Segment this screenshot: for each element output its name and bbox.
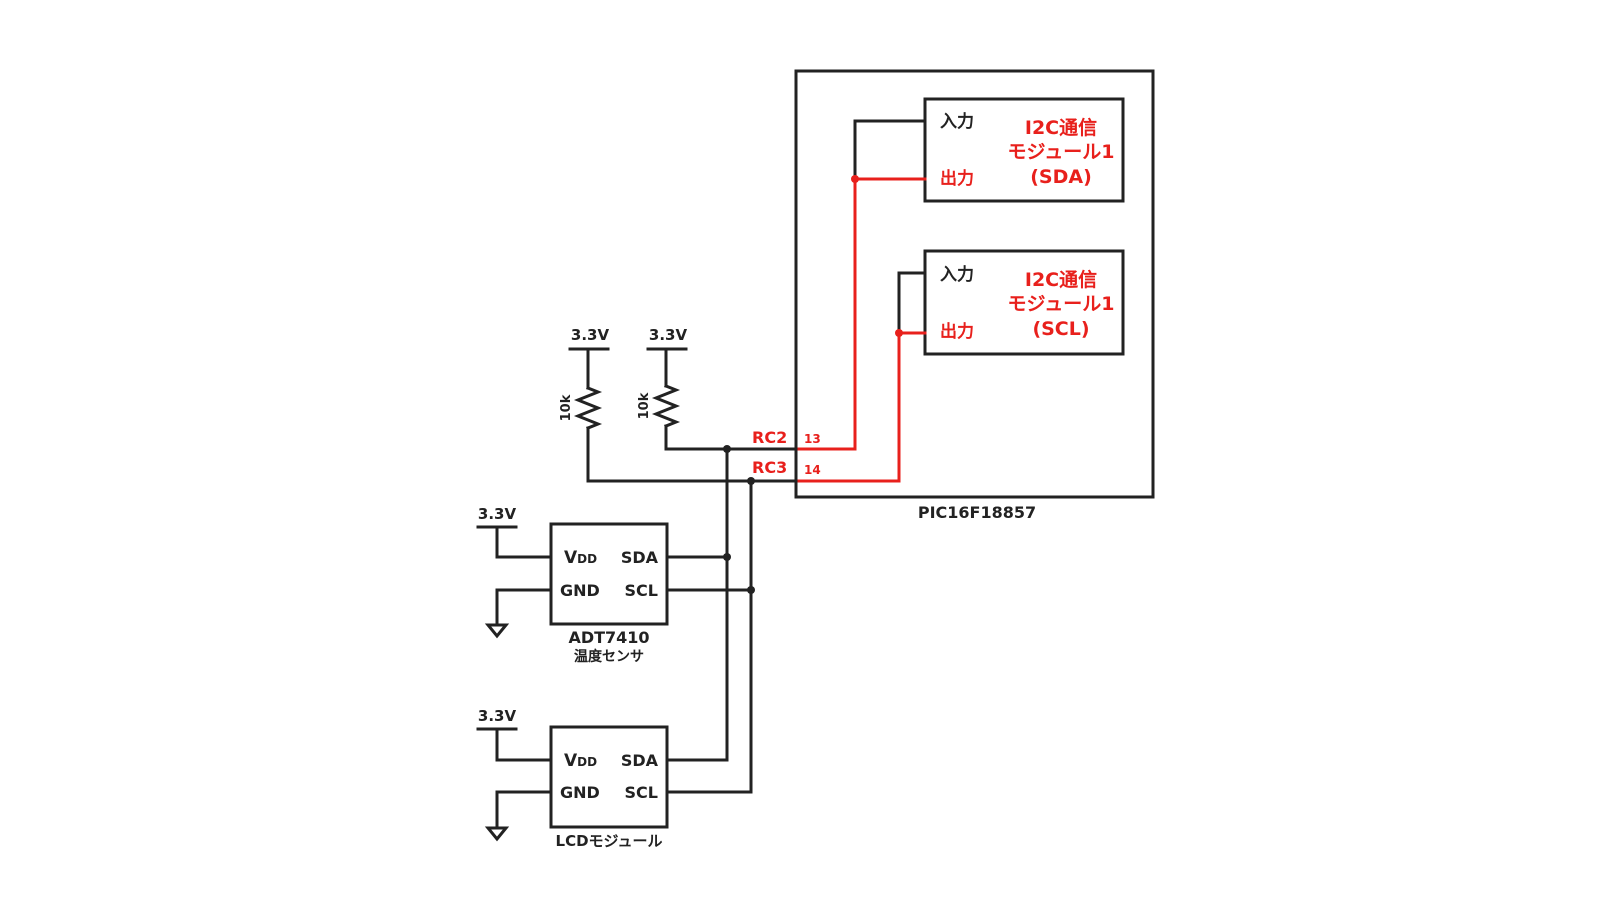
i2c-sda-input-label: 入力 (940, 111, 974, 132)
i2c-scl-title-line3: (SCL) (1032, 318, 1089, 340)
i2c-module-scl-outline (923, 249, 1125, 356)
junction-dot (747, 477, 755, 485)
mcu-block: PIC16F18857 (794, 69, 1155, 522)
i2c-sda-title-line2: モジュール1 (1008, 141, 1115, 163)
pin-rc2-label: RC2 (752, 428, 787, 447)
scl-output-wire (794, 331, 927, 483)
i2c-scl-title-line1: I2C通信 (1025, 268, 1097, 291)
sensor-vdd-label: VDD (564, 548, 597, 568)
mcu-label: PIC16F18857 (918, 503, 1036, 522)
sda-input-feedback-wire (853, 119, 927, 181)
lcd-sda-label: SDA (621, 751, 659, 770)
sensor-scl-label: SCL (625, 581, 658, 600)
resistor-icon (651, 384, 681, 428)
i2c-sda-title-line1: I2C通信 (1025, 116, 1097, 139)
scl-junction-dot (895, 329, 903, 337)
scl-input-feedback-wire (897, 271, 927, 335)
sensor-vdd-wire (495, 525, 553, 559)
sensor-supply-label: 3.3V (478, 505, 517, 523)
lcd-vdd-label: VDD (564, 751, 597, 771)
lcd-outline (549, 725, 669, 829)
pin-rc3-label: RC3 (752, 458, 787, 477)
lcd-gnd-wire (495, 790, 553, 830)
scl-bus-wire (586, 426, 798, 483)
pullup-resistor-scl: 3.3V 10k (559, 326, 610, 430)
lcd-block: 3.3V VDD GND SDA SCL LCDモジュール (476, 707, 669, 850)
sda-bus-wire (664, 424, 798, 451)
pullup-scl-supply-label: 3.3V (571, 326, 610, 344)
ground-icon (484, 623, 510, 639)
mcu-outline (794, 69, 1155, 499)
sensor-subtitle: 温度センサ (574, 648, 644, 665)
lcd-gnd-label: GND (560, 783, 600, 802)
i2c-scl-output-label: 出力 (940, 321, 974, 342)
pullup-resistor-sda: 3.3V 10k (637, 326, 688, 428)
junction-dot (723, 445, 731, 453)
ground-icon (484, 826, 510, 842)
pullup-sda-supply-label: 3.3V (649, 326, 688, 344)
sensor-gnd-wire (495, 588, 553, 627)
sensor-outline (549, 522, 669, 626)
pin-rc2-number: 13 (804, 432, 821, 446)
i2c-scl-input-label: 入力 (940, 264, 974, 285)
scl-bus-vertical (665, 479, 753, 794)
sda-output-wire (794, 177, 927, 451)
i2c-module-sda: 入力 出力 I2C通信 モジュール1 (SDA) (923, 97, 1125, 203)
sda-bus-vertical (665, 447, 729, 762)
i2c-scl-title-line2: モジュール1 (1008, 293, 1115, 315)
sensor-gnd-label: GND (560, 581, 600, 600)
lcd-vdd-wire (495, 727, 553, 762)
sensor-block: 3.3V VDD GND SDA SCL ADT7410 温度センサ (476, 505, 669, 665)
sda-junction-dot (851, 175, 859, 183)
i2c-sda-title-line3: (SDA) (1030, 166, 1092, 188)
sensor-name: ADT7410 (568, 628, 649, 647)
lcd-supply-label: 3.3V (478, 707, 517, 725)
resistor-icon (573, 386, 603, 430)
i2c-module-scl: 入力 出力 I2C通信 モジュール1 (SCL) (923, 249, 1125, 356)
junction-dot (723, 553, 731, 561)
i2c-module-sda-outline (923, 97, 1125, 203)
lcd-scl-label: SCL (625, 783, 658, 802)
pullup-sda-value: 10k (637, 392, 652, 419)
pin-rc3-number: 14 (804, 463, 821, 477)
i2c-sda-output-label: 出力 (940, 168, 974, 189)
junction-dot (747, 586, 755, 594)
sensor-sda-label: SDA (621, 548, 659, 567)
lcd-name: LCDモジュール (556, 832, 663, 850)
pullup-scl-value: 10k (559, 394, 574, 421)
